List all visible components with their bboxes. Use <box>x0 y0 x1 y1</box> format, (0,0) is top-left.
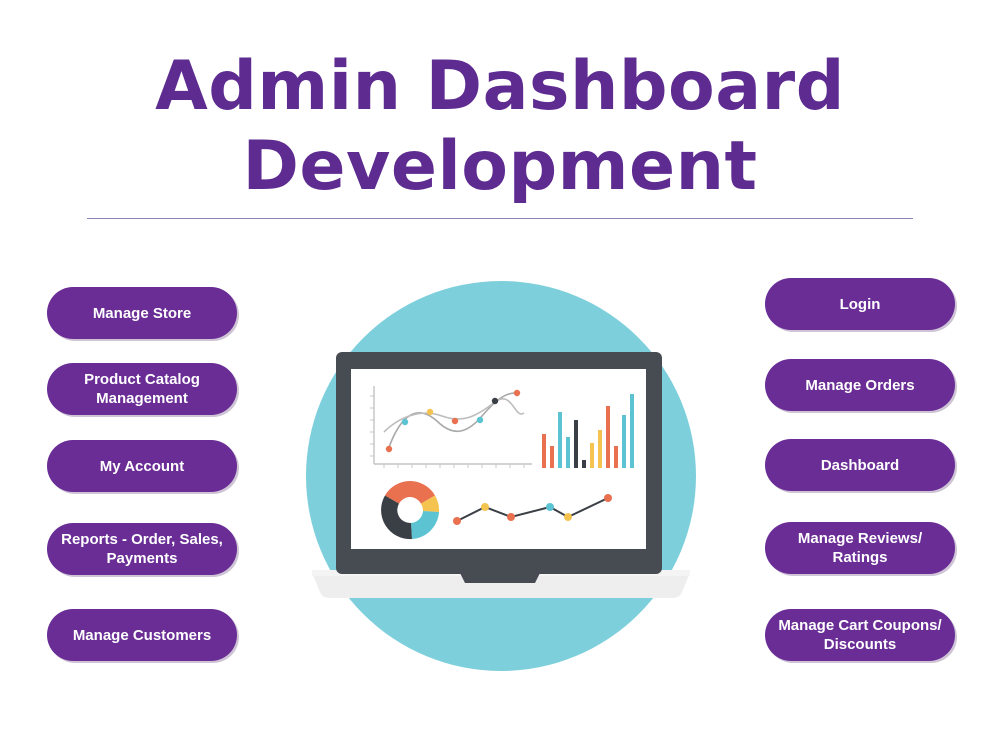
donut-chart <box>381 481 440 540</box>
small-line-chart <box>456 497 609 522</box>
manage-orders-button[interactable]: Manage Orders <box>765 359 955 411</box>
trend-curve-2 <box>383 398 525 433</box>
login-button[interactable]: Login <box>765 278 955 330</box>
manage-customers-button[interactable]: Manage Customers <box>47 609 237 661</box>
page-title-line-2: Development <box>242 127 758 206</box>
small-line-points <box>453 494 612 525</box>
trend-points <box>385 389 521 453</box>
line-chart-axes <box>373 386 532 465</box>
product-catalog-management-button[interactable]: Product Catalog Management <box>47 363 237 415</box>
page-title-line-1: Admin Dashboard <box>155 47 845 126</box>
manage-reviews-ratings-button[interactable]: Manage Reviews/ Ratings <box>765 522 955 574</box>
bar-chart <box>542 394 634 468</box>
my-account-button[interactable]: My Account <box>47 440 237 492</box>
title-divider <box>87 218 913 219</box>
laptop-base <box>312 573 690 598</box>
reports-button[interactable]: Reports - Order, Sales, Payments <box>47 523 237 575</box>
laptop-notch <box>460 573 540 583</box>
manage-store-button[interactable]: Manage Store <box>47 287 237 339</box>
axis-ticks <box>370 395 525 468</box>
dashboard-button[interactable]: Dashboard <box>765 439 955 491</box>
manage-cart-coupons-discounts-button[interactable]: Manage Cart Coupons/ Discounts <box>765 609 955 661</box>
